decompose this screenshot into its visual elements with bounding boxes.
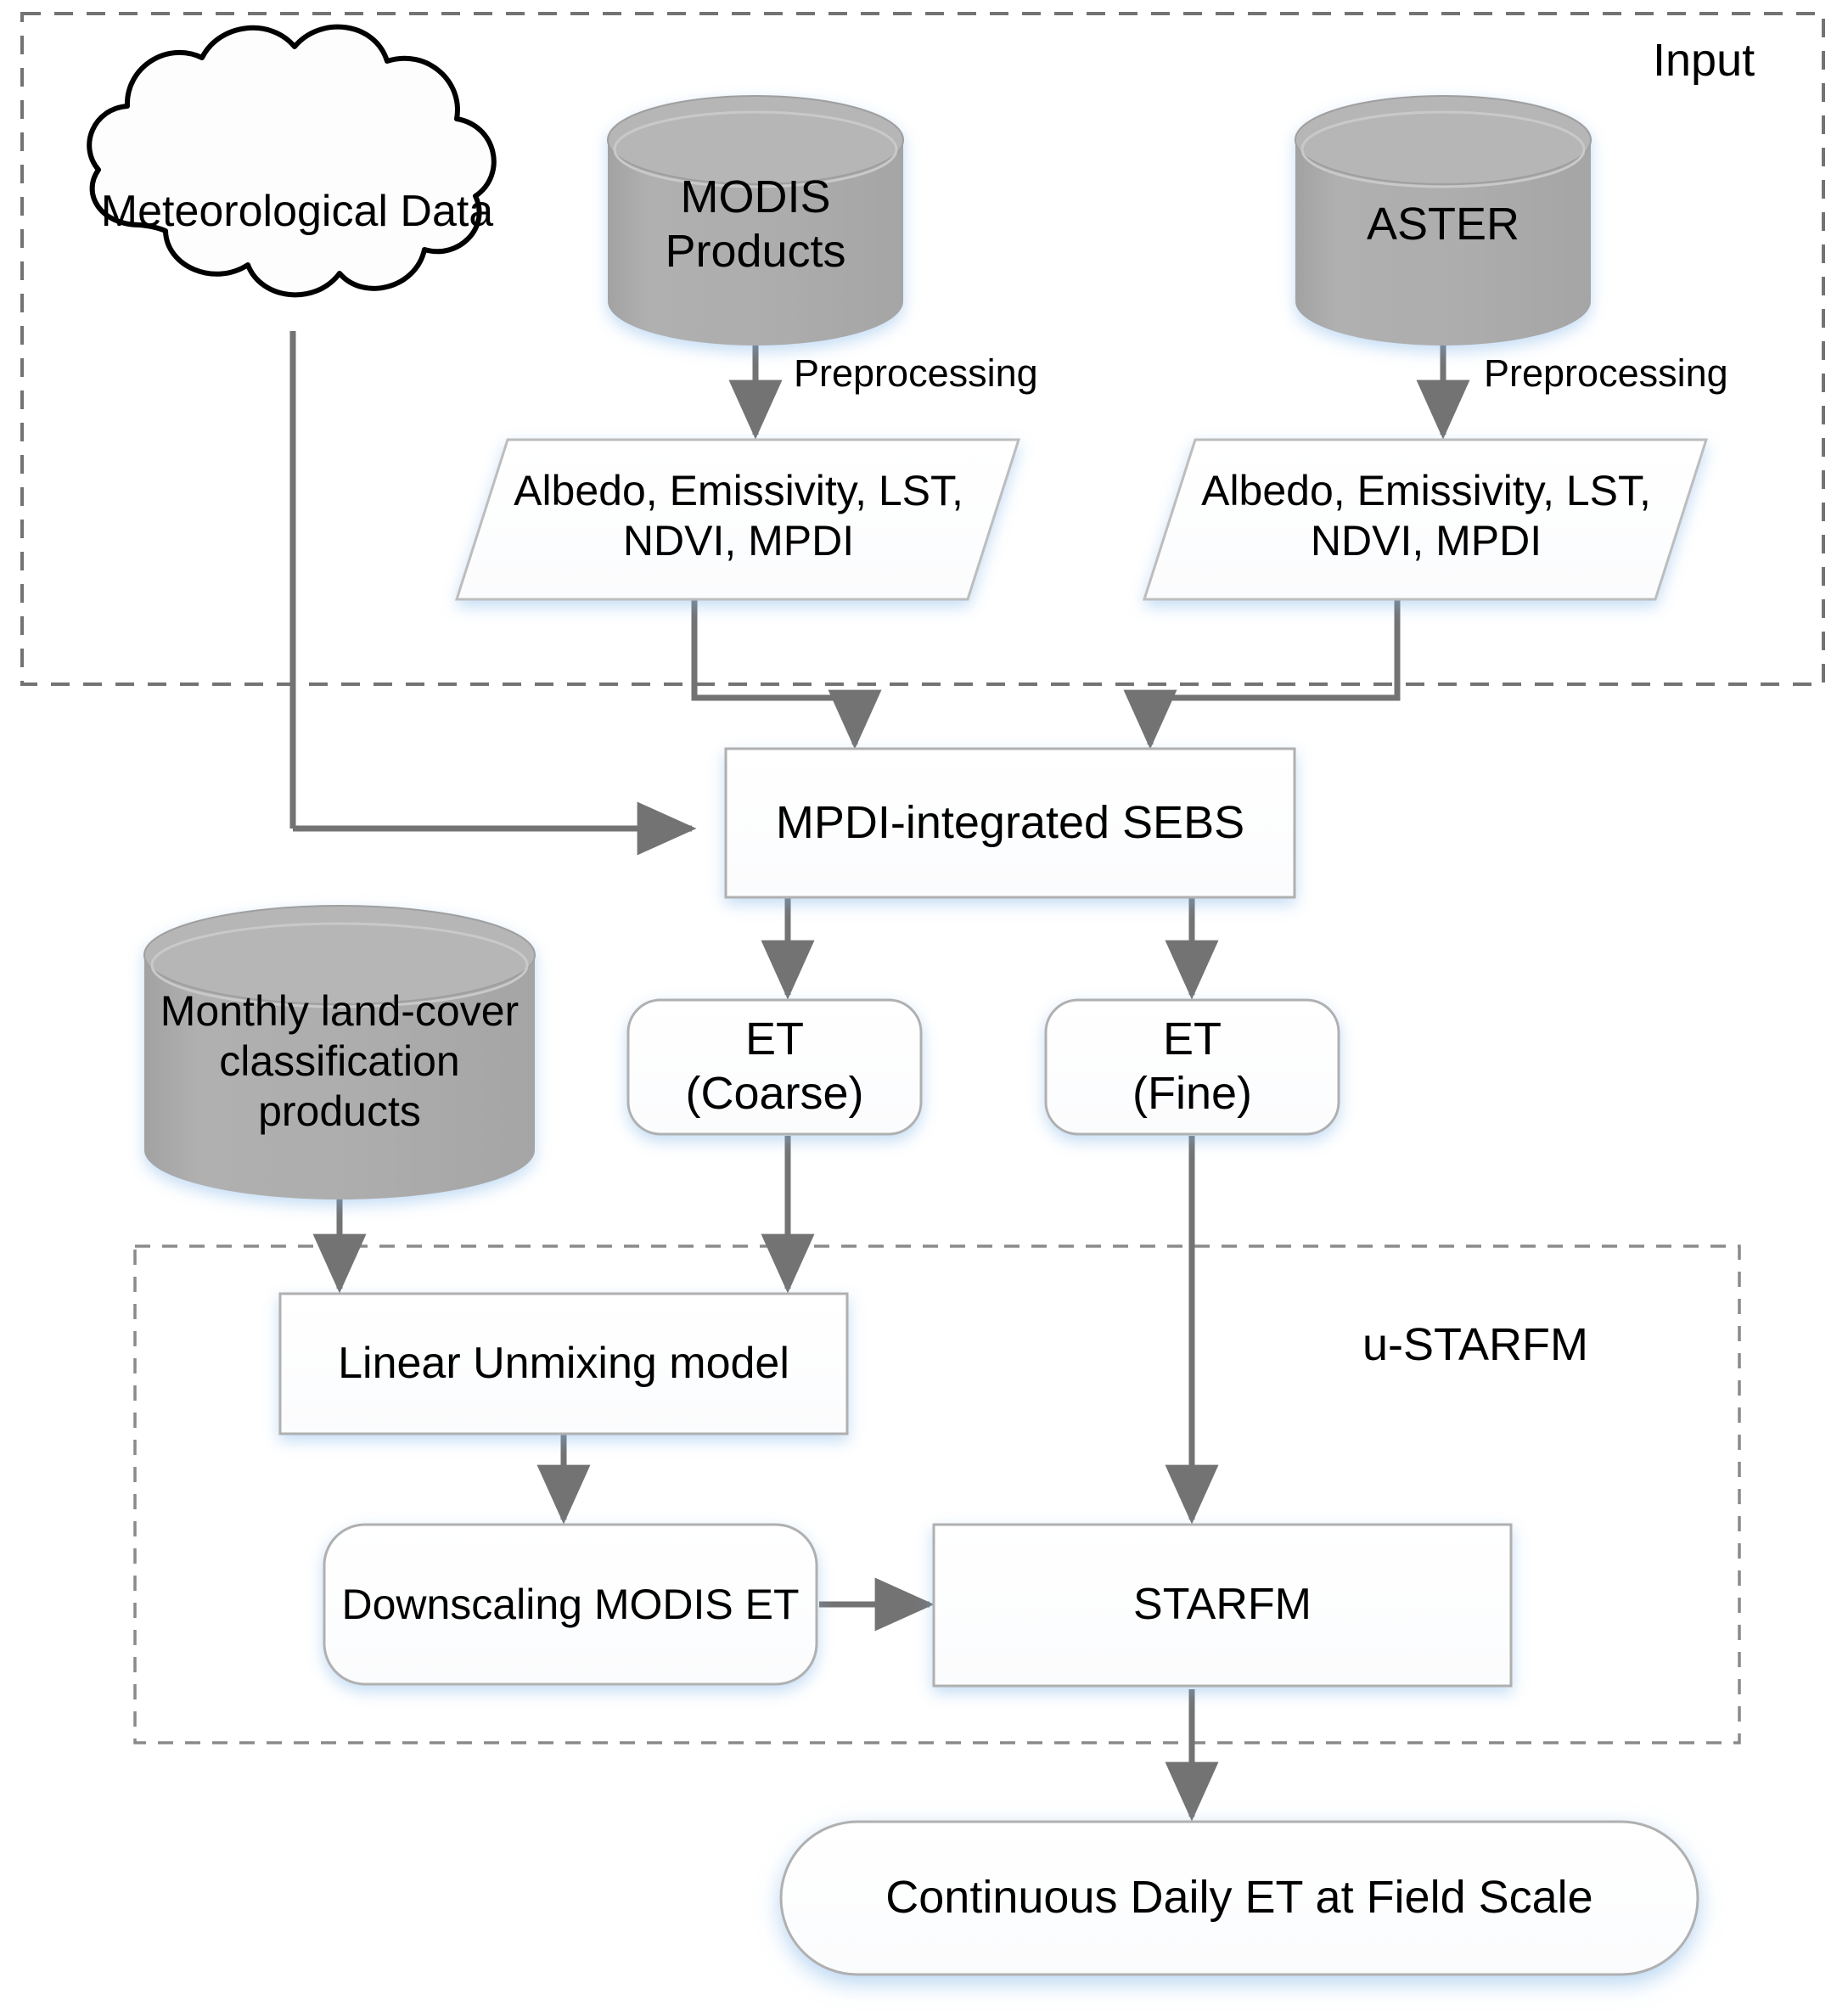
node-aster-variables[interactable] [1142, 438, 1709, 601]
node-meteorological-data[interactable] [87, 24, 497, 298]
node-linear-unmixing-model[interactable] [278, 1292, 849, 1435]
node-continuous-daily-et[interactable] [779, 1820, 1699, 1976]
node-mpdi-integrated-sebs[interactable] [724, 747, 1296, 899]
edge-label-preprocessing-modis: Preprocessing [794, 351, 1038, 395]
zone-label-input: Input [1653, 35, 1755, 86]
node-modis-variables[interactable] [454, 438, 1021, 601]
node-modis-products[interactable] [607, 95, 904, 345]
node-et-coarse[interactable] [626, 998, 923, 1136]
connectors [289, 331, 1470, 1822]
node-et-fine[interactable] [1044, 998, 1340, 1136]
edge-astervars-to-sebs [1123, 598, 1401, 750]
node-starfm[interactable] [932, 1523, 1513, 1688]
zone-label-ustarfm: u-STARFM [1362, 1319, 1588, 1370]
zone-ustarfm-boundary [133, 1244, 1741, 1744]
node-aster[interactable] [1295, 95, 1592, 345]
node-landcover-products[interactable] [143, 905, 536, 1199]
node-downscaling-modis-et[interactable] [323, 1523, 818, 1686]
edge-modisvars-to-sebs [691, 598, 882, 750]
zone-input-boundary [20, 12, 1825, 686]
edge-label-preprocessing-aster: Preprocessing [1484, 351, 1728, 395]
